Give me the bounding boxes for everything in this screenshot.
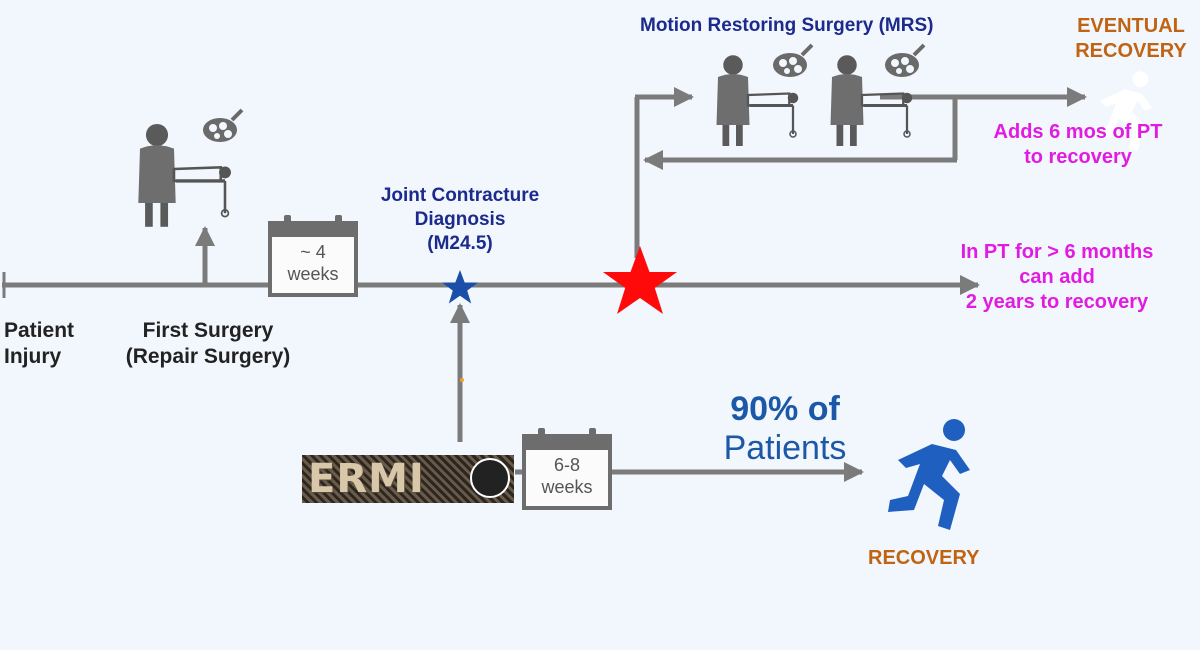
mrs-light-icon-1 (771, 43, 814, 79)
calendar-6-8-weeks-line1: 6-8 (553, 455, 580, 475)
in-pt-line2: can add (1019, 266, 1095, 288)
in-pt-line1: In PT for > 6 months (960, 241, 1154, 263)
diagnosis-line2: Diagnosis (414, 208, 506, 230)
calendar-6-8-weeks-text: 6-8 weeks (526, 455, 608, 498)
percent-patients-label: 90% of Patients (700, 390, 870, 468)
diagnosis-label: Joint Contracture Diagnosis (M24.5) (360, 184, 560, 255)
eventual-recovery-line2: RECOVERY (1075, 40, 1187, 62)
calendar-4-weeks-text: ~ 4 weeks (272, 242, 354, 285)
diagnosis-line3: (M24.5) (427, 232, 493, 254)
runner-icon-recovery (888, 419, 970, 530)
eventual-recovery-line1: EVENTUAL (1077, 15, 1185, 37)
blue-star-icon (442, 270, 478, 304)
in-pt-label: In PT for > 6 months can add 2 years to … (932, 240, 1182, 315)
adds-pt-line2: to recovery (1024, 146, 1132, 168)
patient-injury-label: Patient Injury (4, 318, 74, 371)
mrs-branch-arrows (634, 87, 1087, 258)
eventual-recovery-label: EVENTUAL RECOVERY (1066, 14, 1196, 64)
first-surgery-line2: (Repair Surgery) (125, 345, 291, 369)
mrs-light-icon-2 (883, 43, 926, 79)
adds-pt-line1: Adds 6 mos of PT (993, 121, 1163, 143)
percent-patients-line1: 90% of (730, 390, 840, 428)
ermi-logo-text: ERMI (308, 456, 425, 502)
diagnosis-line1: Joint Contracture (380, 185, 540, 206)
main-timeline (2, 272, 980, 298)
ermi-logo: ERMI (302, 455, 514, 503)
ermi-globe-icon (470, 458, 510, 498)
recovery-label: RECOVERY (868, 547, 980, 569)
percent-patients-line2: Patients (723, 429, 847, 468)
first-surgery-line1: First Surgery (142, 319, 274, 342)
in-pt-line3: 2 years to recovery (965, 291, 1149, 313)
red-star-icon (603, 246, 677, 314)
calendar-4-weeks-line2: weeks (287, 263, 339, 284)
adds-pt-label: Adds 6 mos of PT to recovery (978, 120, 1178, 170)
patient-injury-line1: Patient (4, 319, 75, 342)
calendar-4-weeks-line1: ~ 4 (300, 242, 326, 262)
first-surgery-light-icon (201, 108, 244, 144)
mrs-title: Motion Restoring Surgery (MRS) (640, 15, 934, 36)
first-surgery-label: First Surgery (Repair Surgery) (118, 318, 298, 371)
patient-injury-line2: Injury (4, 345, 62, 369)
calendar-6-8-weeks-line2: weeks (541, 476, 593, 497)
